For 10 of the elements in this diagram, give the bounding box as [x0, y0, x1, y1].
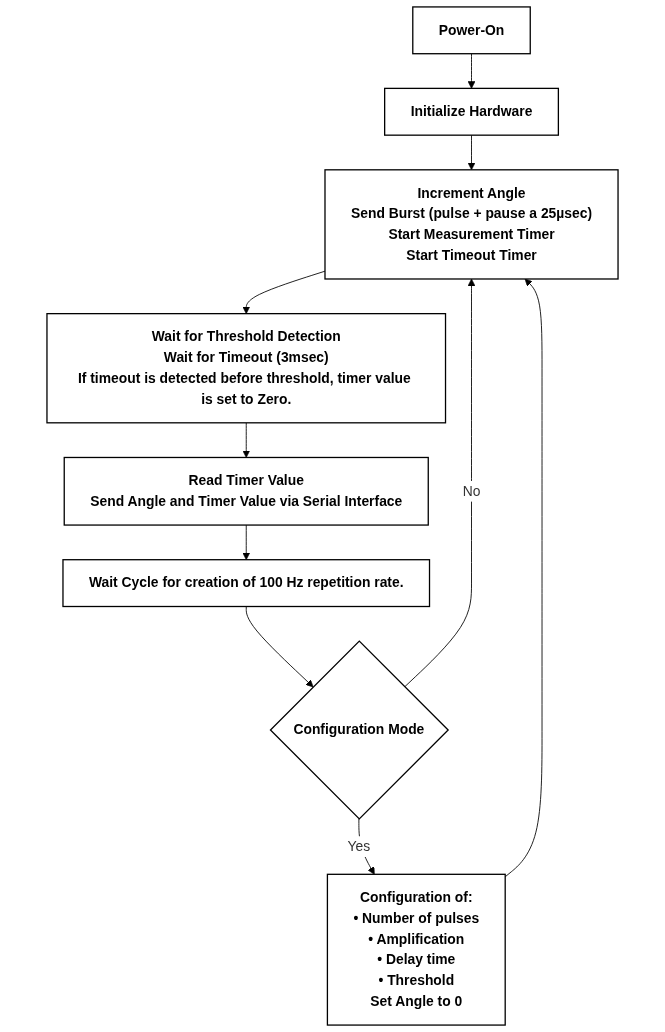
- node-box: Initialize Hardware: [384, 87, 559, 136]
- node-box: Increment Angle Send Burst (pulse + pause a 25µsec) Start Measurement Timer Start Timeout Timer: [324, 169, 619, 280]
- node-diamond: Configuration Mode: [269, 640, 450, 820]
- node-box: Read Timer Value Send Angle and Timer Value via Serial Interface: [63, 456, 429, 526]
- node-box: Power-On: [412, 6, 531, 55]
- node-box: Wait for Threshold Detection Wait for Timeout (3msec) If timeout is detected before threshold, timer value is set to Zero.: [46, 313, 447, 424]
- node-box: Wait Cycle for creation of 100 Hz repetition rate.: [62, 559, 431, 608]
- edge-label: No: [462, 483, 481, 499]
- node-box: Configuration of: • Number of pulses • Amplification • Delay time • Threshold Set Angle to 0: [326, 873, 506, 1026]
- edge-label: Yes: [347, 838, 371, 854]
